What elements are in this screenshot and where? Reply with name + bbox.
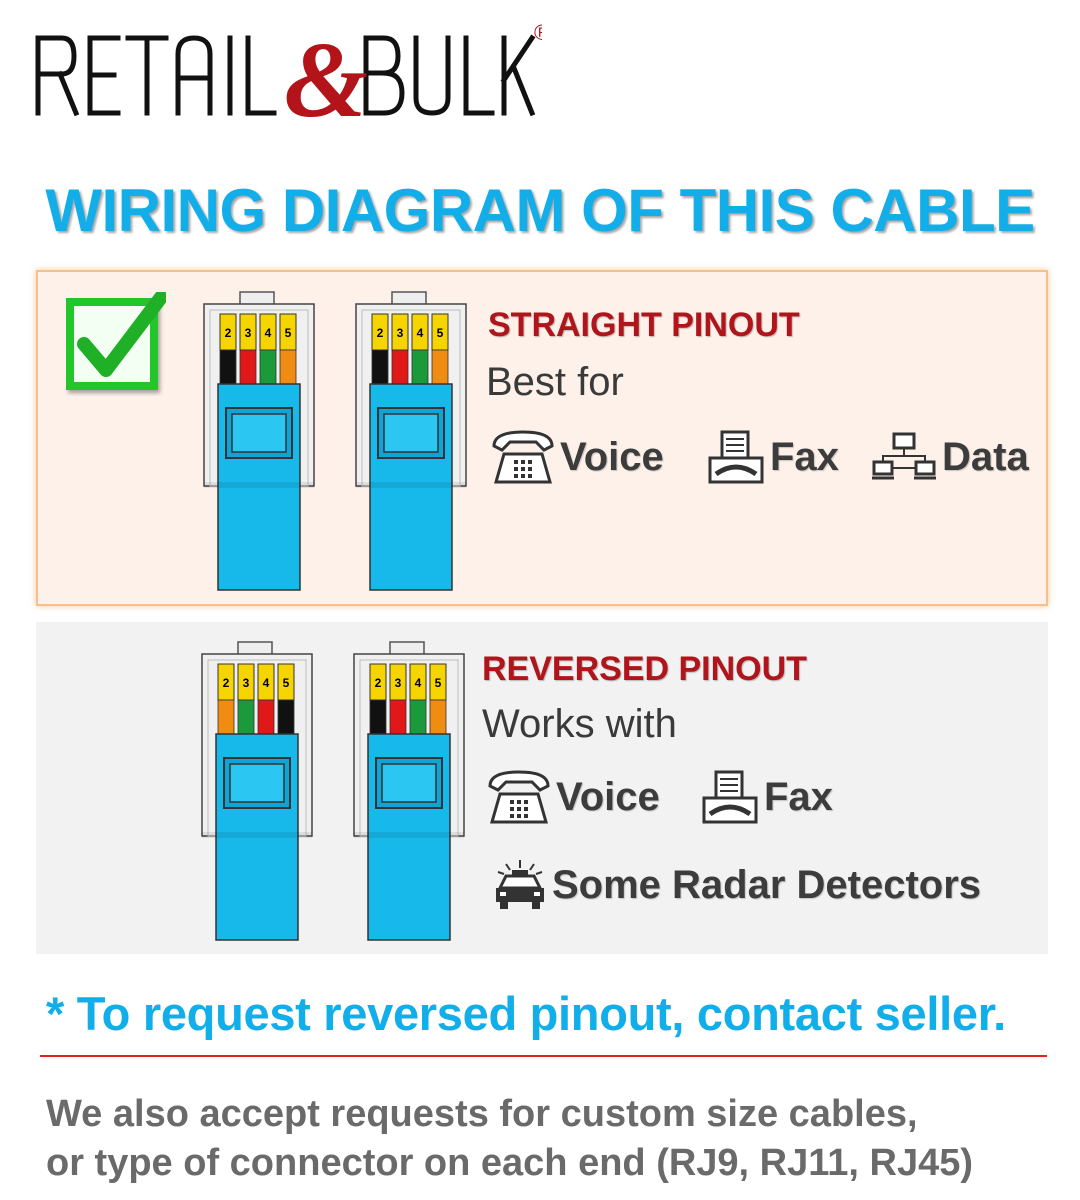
pin-number: 2 bbox=[377, 326, 384, 340]
wire bbox=[237, 699, 255, 735]
pin-number: 3 bbox=[397, 326, 404, 340]
brand-logo: & ® bbox=[32, 18, 542, 118]
pinout-subtitle: Best for bbox=[486, 360, 624, 404]
footer-text: We also accept requests for custom size … bbox=[46, 1090, 973, 1188]
use-fax: Fax bbox=[706, 428, 839, 486]
pinout-title: REVERSED PINOUT bbox=[482, 650, 807, 688]
pin-number: 4 bbox=[415, 676, 422, 690]
use-label: Voice bbox=[560, 434, 664, 479]
use-label: Voice bbox=[556, 774, 660, 819]
wire bbox=[279, 349, 297, 385]
wire bbox=[391, 349, 409, 385]
network-icon bbox=[872, 432, 936, 480]
use-voice: Voice bbox=[490, 428, 664, 486]
wire bbox=[389, 699, 407, 735]
telephone-icon bbox=[492, 430, 554, 484]
wire bbox=[259, 349, 277, 385]
wire bbox=[217, 699, 235, 735]
pin-number: 4 bbox=[265, 326, 272, 340]
use-label: Data bbox=[942, 434, 1029, 479]
pin-number: 5 bbox=[285, 326, 292, 340]
wire bbox=[239, 349, 257, 385]
fax-icon bbox=[708, 430, 764, 484]
brand-ampersand: & bbox=[284, 21, 368, 118]
wire bbox=[369, 699, 387, 735]
radar-car-icon bbox=[496, 860, 544, 909]
pin-number: 2 bbox=[225, 326, 232, 340]
wire bbox=[277, 699, 295, 735]
footer-line: or type of connector on each end (RJ9, R… bbox=[46, 1142, 974, 1184]
pinout-subtitle: Works with bbox=[482, 702, 677, 746]
check-icon bbox=[66, 289, 169, 401]
use-fax: Fax bbox=[700, 768, 833, 826]
pin-number: 5 bbox=[283, 676, 290, 690]
wire bbox=[429, 699, 447, 735]
pin-number: 4 bbox=[417, 326, 424, 340]
telephone-icon bbox=[488, 770, 550, 824]
wire bbox=[219, 349, 237, 385]
registered-mark: ® bbox=[534, 20, 542, 45]
use-label: Fax bbox=[770, 434, 839, 479]
use-label: Some Radar Detectors bbox=[552, 862, 982, 907]
pin-number: 3 bbox=[243, 676, 250, 690]
use-voice: Voice bbox=[486, 768, 660, 826]
use-radar: Some Radar Detectors bbox=[492, 858, 981, 912]
use-data: Data bbox=[870, 428, 1029, 486]
pin-number: 5 bbox=[435, 676, 442, 690]
use-label: Fax bbox=[764, 774, 833, 819]
pin-number: 4 bbox=[263, 676, 270, 690]
wire bbox=[431, 349, 449, 385]
footer-line: We also accept requests for custom size … bbox=[46, 1093, 918, 1135]
pin-number: 5 bbox=[437, 326, 444, 340]
reversed-pinout-note: * To request reversed pinout, contact se… bbox=[46, 987, 1006, 1040]
pin-number: 2 bbox=[375, 676, 382, 690]
pinout-title: STRAIGHT PINOUT bbox=[488, 306, 800, 344]
pin-number: 3 bbox=[245, 326, 252, 340]
pin-number: 3 bbox=[395, 676, 402, 690]
page-title: WIRING DIAGRAM OF THIS CABLE bbox=[45, 177, 1035, 244]
wire bbox=[371, 349, 389, 385]
divider bbox=[40, 1055, 1047, 1057]
fax-icon bbox=[702, 770, 758, 824]
wire bbox=[411, 349, 429, 385]
wire bbox=[257, 699, 275, 735]
wire bbox=[409, 699, 427, 735]
pin-number: 2 bbox=[223, 676, 230, 690]
